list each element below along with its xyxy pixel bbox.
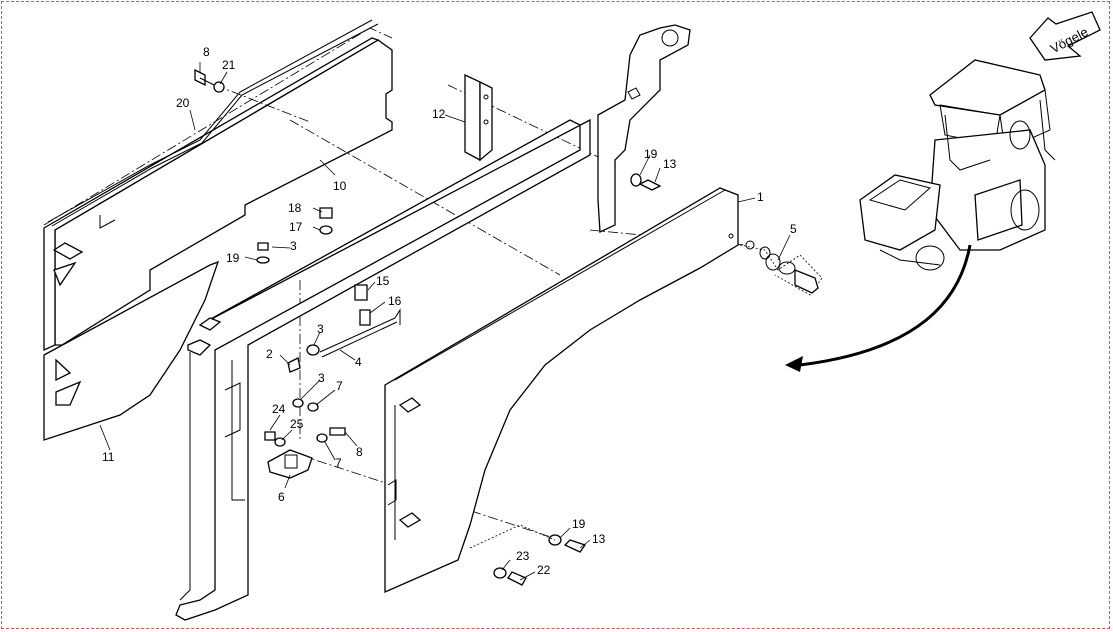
paver-illustration [859, 59, 1056, 271]
brand-arrow: Vögele [1029, 11, 1101, 61]
callout-19: 19 [644, 147, 658, 161]
callout-16: 16 [388, 294, 402, 308]
callout-20: 20 [176, 96, 190, 110]
callout-19: 19 [226, 251, 240, 265]
callout-1: 1 [757, 190, 764, 204]
callout-6: 6 [278, 490, 285, 504]
hardware [194, 68, 662, 586]
leader-lines [99, 62, 791, 581]
pointer-arrow [785, 244, 972, 372]
callout-2: 2 [266, 347, 273, 361]
callout-8: 8 [203, 45, 210, 59]
callout-24: 24 [272, 402, 286, 416]
callout-3: 3 [290, 239, 297, 253]
hinge-assembly-part-5 [739, 240, 823, 296]
side-frame [175, 118, 591, 621]
callout-3: 3 [318, 371, 325, 385]
upper-bracket [597, 24, 691, 233]
callout-22: 22 [537, 563, 551, 577]
callout-23: 23 [516, 549, 530, 563]
callout-21: 21 [222, 58, 236, 72]
callout-3: 3 [317, 322, 324, 336]
callout-7: 7 [335, 456, 342, 470]
callout-25: 25 [290, 417, 304, 431]
callout-15: 15 [376, 274, 390, 288]
callout-18: 18 [288, 201, 302, 215]
callout-4: 4 [355, 355, 362, 369]
panel-part-11 [43, 260, 220, 441]
callout-13: 13 [592, 532, 606, 546]
seal-strip-part-20 [47, 19, 379, 227]
callout-17: 17 [289, 220, 303, 234]
callouts: 8 21 20 10 12 19 13 1 5 18 17 19 3 15 16… [102, 45, 797, 577]
callout-19: 19 [572, 517, 586, 531]
callout-5: 5 [790, 222, 797, 236]
panel-part-10 [43, 27, 393, 352]
callout-13: 13 [663, 157, 677, 171]
callout-10: 10 [333, 179, 347, 193]
callout-7: 7 [336, 379, 343, 393]
callout-11: 11 [102, 450, 115, 464]
angle-bracket-part-12 [464, 73, 493, 162]
callout-8: 8 [356, 445, 363, 459]
callout-12: 12 [432, 107, 446, 121]
fender-cover-part-1 [384, 187, 739, 593]
